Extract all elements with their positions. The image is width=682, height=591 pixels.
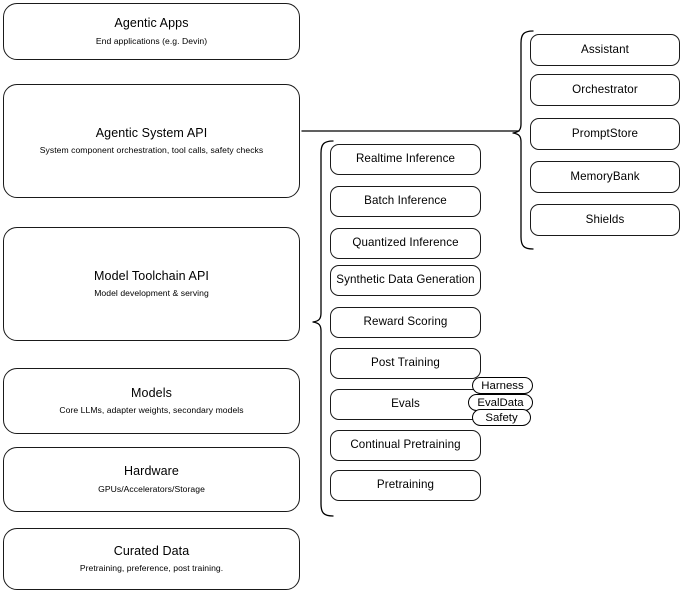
capability-label: Synthetic Data Generation <box>336 273 475 287</box>
layer-title: Curated Data <box>113 543 190 558</box>
capability-label: Realtime Inference <box>355 152 456 166</box>
system-component-shields[interactable]: Shields <box>530 204 680 236</box>
layer-subtitle: GPUs/Accelerators/Storage <box>98 483 205 494</box>
layer-subtitle: Model development & serving <box>94 288 209 299</box>
layer-models[interactable]: Models Core LLMs, adapter weights, secon… <box>3 368 300 434</box>
system-component-assistant[interactable]: Assistant <box>530 34 680 66</box>
system-component-memorybank[interactable]: MemoryBank <box>530 161 680 193</box>
system-component-label: Shields <box>585 212 625 226</box>
capability-label: Pretraining <box>376 478 435 492</box>
layer-title: Hardware <box>124 464 179 479</box>
layer-title: Model Toolchain API <box>94 268 209 283</box>
system-component-label: MemoryBank <box>570 169 640 183</box>
capability-label: Quantized Inference <box>352 236 459 250</box>
capability-pretraining[interactable]: Pretraining <box>330 470 481 501</box>
layer-subtitle: System component orchestration, tool cal… <box>39 145 264 156</box>
capability-label: Post Training <box>371 356 440 370</box>
eval-tag-label: EvalData <box>477 396 524 409</box>
layer-agentic-apps[interactable]: Agentic Apps End applications (e.g. Devi… <box>3 3 300 60</box>
eval-tag-label: Safety <box>485 411 518 424</box>
system-component-label: PromptStore <box>571 126 639 140</box>
capability-synthetic-data-generation[interactable]: Synthetic Data Generation <box>330 265 481 296</box>
capability-quantized-inference[interactable]: Quantized Inference <box>330 228 481 259</box>
capability-realtime-inference[interactable]: Realtime Inference <box>330 144 481 175</box>
layer-agentic-system-api[interactable]: Agentic System API System component orch… <box>3 84 300 198</box>
system-component-label: Orchestrator <box>572 82 638 96</box>
capability-evals[interactable]: Evals <box>330 389 481 420</box>
layer-title: Agentic Apps <box>114 16 189 31</box>
layer-hardware[interactable]: Hardware GPUs/Accelerators/Storage <box>3 447 300 512</box>
eval-tag-harness[interactable]: Harness <box>472 377 533 394</box>
system-component-orchestrator[interactable]: Orchestrator <box>530 74 680 106</box>
capability-label: Continual Pretraining <box>350 438 461 452</box>
eval-tag-safety[interactable]: Safety <box>472 409 531 426</box>
system-component-label: Assistant <box>581 42 629 56</box>
capability-continual-pretraining[interactable]: Continual Pretraining <box>330 430 481 461</box>
capability-post-training[interactable]: Post Training <box>330 348 481 379</box>
capability-label: Reward Scoring <box>363 315 448 329</box>
layer-subtitle: End applications (e.g. Devin) <box>95 35 208 46</box>
capability-reward-scoring[interactable]: Reward Scoring <box>330 307 481 338</box>
layer-curated-data[interactable]: Curated Data Pretraining, preference, po… <box>3 528 300 590</box>
layer-subtitle: Pretraining, preference, post training. <box>79 563 224 574</box>
capability-batch-inference[interactable]: Batch Inference <box>330 186 481 217</box>
system-component-promptstore[interactable]: PromptStore <box>530 118 680 150</box>
layer-model-toolchain-api[interactable]: Model Toolchain API Model development & … <box>3 227 300 341</box>
eval-tag-label: Harness <box>481 379 524 392</box>
layer-title: Models <box>131 385 172 400</box>
layer-title: Agentic System API <box>95 125 208 140</box>
capability-label: Evals <box>391 397 420 411</box>
layer-subtitle: Core LLMs, adapter weights, secondary mo… <box>59 405 244 416</box>
capability-label: Batch Inference <box>364 194 447 208</box>
